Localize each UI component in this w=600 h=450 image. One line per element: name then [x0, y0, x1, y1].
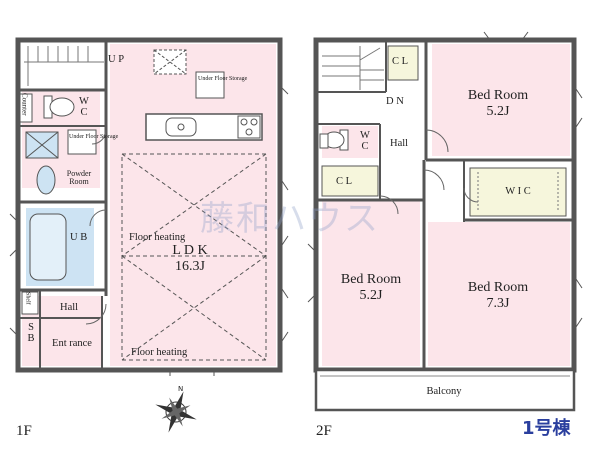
floor1-outer-wall	[15, 37, 283, 373]
powder-room-label: Powder Room	[66, 169, 92, 187]
under-floor-storage-powder-label: Under Floor Storage	[69, 134, 119, 140]
bedroom-right-fill	[428, 222, 570, 366]
doors-1f	[85, 129, 107, 325]
bathtub	[29, 213, 67, 281]
bedroom-left-fill	[322, 200, 420, 366]
wc-1f-label: W C	[79, 96, 89, 119]
bedroom-top-name: Bed Room	[467, 88, 529, 103]
ldk-label: L D K	[172, 243, 208, 258]
dn-label: D N	[386, 96, 404, 107]
windows-2f	[307, 31, 583, 331]
floor-heating-bottom-label: Floor heating	[131, 347, 188, 358]
under-floor-storage-kitchen-label: Under Floor Storage	[198, 76, 248, 82]
wic-fill	[469, 167, 567, 217]
sb-label: S B	[27, 322, 35, 345]
floor1-plan	[9, 37, 289, 376]
cooktop	[237, 115, 261, 139]
up-label: U P	[108, 54, 125, 65]
ldk-fill	[110, 44, 276, 366]
closet-left-label: C L	[336, 176, 353, 187]
under-floor-storage-kitchen	[195, 71, 225, 99]
wc-2f-label: W C	[360, 130, 370, 153]
kitchen-sink	[165, 117, 197, 137]
counter-shelf	[19, 93, 33, 123]
floor-heating-zone	[121, 153, 267, 361]
hall-2f-label: Hall	[390, 138, 409, 149]
under-floor-storage-powder	[67, 129, 97, 155]
closet-top-label: C L	[392, 56, 409, 67]
bedroom-top-fill	[432, 44, 570, 156]
washbasin	[36, 165, 56, 195]
compass-north-label: N	[178, 385, 184, 393]
compass-rose	[155, 391, 197, 433]
balcony-outline	[314, 368, 576, 412]
shelf-box	[21, 291, 39, 315]
floor-heating-top-label: Floor heating	[129, 232, 186, 243]
bedroom-right-name: Bed Room	[467, 280, 529, 295]
stairs-2f	[322, 46, 384, 90]
hall-1f-label: Hall	[60, 302, 79, 313]
balcony-label: Balcony	[426, 386, 462, 397]
doors-2f	[379, 129, 479, 215]
washer-space	[25, 131, 59, 159]
windows-1f	[9, 85, 289, 376]
counter-label: Counter	[20, 93, 29, 116]
ldk-area-label: 16.3J	[175, 259, 205, 274]
wic-label: W I C	[505, 186, 531, 197]
kitchen-counter	[145, 113, 263, 141]
building-number-label: 1号棟	[522, 418, 571, 439]
closet-top-fill	[387, 45, 419, 81]
closet-left-fill	[321, 165, 379, 197]
bedroom-left-area: 5.2J	[359, 288, 383, 303]
bedroom-top-area: 5.2J	[486, 104, 510, 119]
floor1-title: 1F	[16, 423, 32, 439]
ub-label: U B	[70, 232, 88, 243]
bedroom-right-area: 7.3J	[486, 296, 510, 311]
watermark-logo: 藤和ハウス	[200, 199, 380, 239]
floor2-plan	[307, 31, 583, 412]
floor2-title: 2F	[316, 423, 332, 439]
bedroom-left-name: Bed Room	[340, 272, 402, 287]
wic-hangers	[477, 172, 559, 212]
shelf-label: Shelf	[24, 292, 31, 305]
stair-area-1f	[22, 44, 106, 88]
toilet-1f	[43, 95, 75, 119]
entrance-label: Ent rance	[52, 338, 92, 349]
stairs-1f	[24, 46, 104, 86]
